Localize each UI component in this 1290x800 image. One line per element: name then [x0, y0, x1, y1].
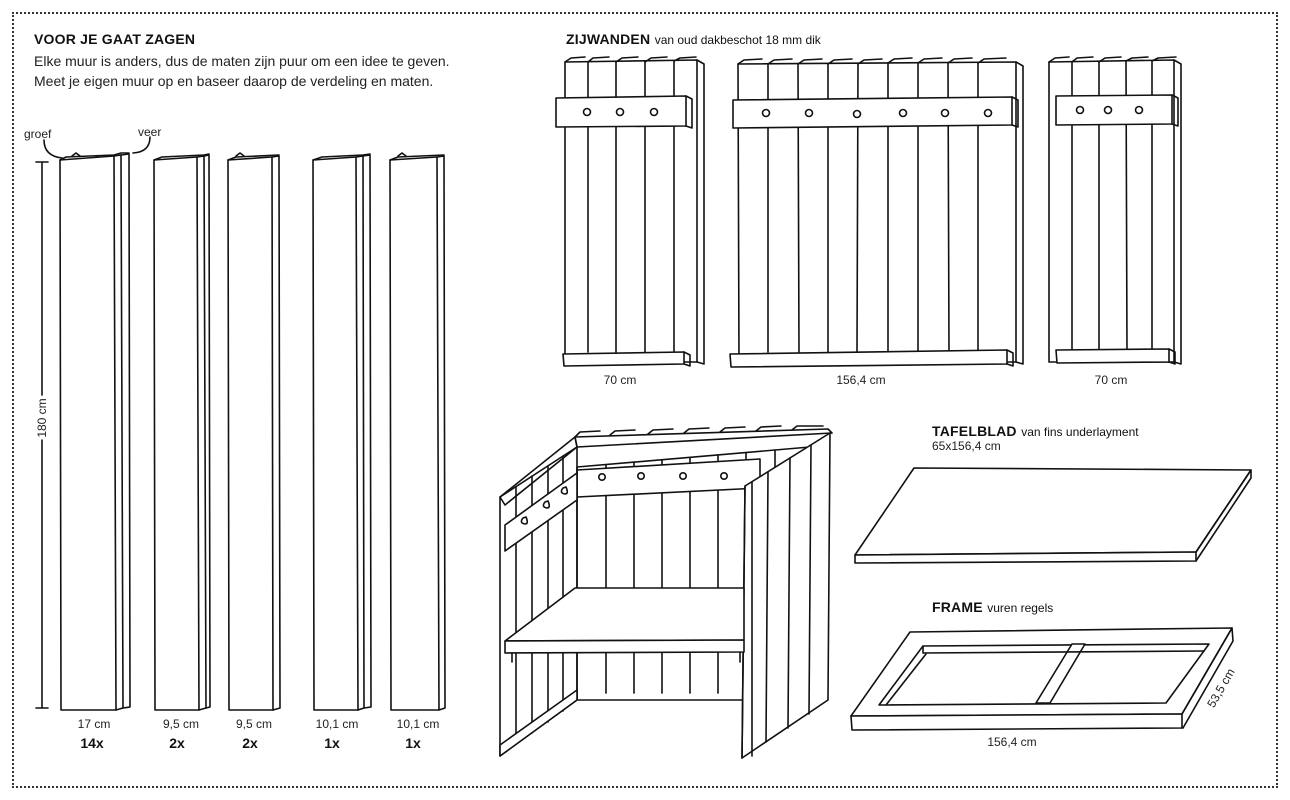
tongue-pointer-line [133, 137, 150, 153]
plank-2-width: 9,5 cm [162, 717, 200, 731]
plank-4-qty: 1x [324, 735, 340, 751]
tabletop-subtitle: van fins underlayment [1021, 425, 1139, 439]
tabletop-size: 65x156,4 cm [932, 439, 1001, 453]
tongue-label: veer [138, 125, 162, 139]
tabletop-board [855, 468, 1251, 563]
intro-line-1: Elke muur is anders, dus de maten zijn p… [34, 53, 450, 69]
plank-1 [60, 153, 130, 710]
side-walls-title: ZIJWANDEN [566, 31, 651, 47]
assembled-cabinet [500, 426, 832, 758]
groove-pointer-line [44, 140, 62, 158]
plank-3-width: 9,5 cm [235, 717, 273, 731]
plank-5-width: 10,1 cm [396, 717, 440, 731]
dotted-border [12, 12, 1278, 788]
frame-width: 156,4 cm [987, 735, 1037, 749]
side-wall-left-width: 70 cm [603, 373, 637, 387]
side-wall-wide-center [730, 58, 1023, 367]
plank-5 [390, 153, 445, 710]
frame-heading: FRAME vuren regels [932, 599, 1053, 617]
frame-title: FRAME [932, 599, 983, 615]
frame-subtitle: vuren regels [987, 601, 1054, 615]
plank-1-width: 17 cm [77, 717, 111, 731]
plank-2 [154, 154, 210, 710]
plank-4-width: 10,1 cm [315, 717, 359, 731]
plank-1-qty: 14x [80, 735, 104, 751]
tabletop-title: TAFELBLAD [932, 423, 1017, 439]
side-walls-heading: ZIJWANDEN van oud dakbeschot 18 mm dik [566, 31, 821, 49]
height-dimension-line [36, 162, 48, 708]
side-wall-small-right [1049, 57, 1181, 364]
plank-5-qty: 1x [405, 735, 421, 751]
plank-4 [313, 154, 371, 710]
side-wall-center-width: 156,4 cm [836, 373, 886, 387]
height-label: 180 cm [35, 398, 49, 438]
side-wall-small-left [556, 57, 704, 366]
intro-line-2: Meet je eigen muur op en baseer daarop d… [34, 73, 434, 89]
plank-2-qty: 2x [169, 735, 185, 751]
groove-label: groef [24, 127, 52, 141]
tabletop-heading: TAFELBLAD van fins underlayment [932, 423, 1139, 441]
side-walls-subtitle: van oud dakbeschot 18 mm dik [654, 33, 821, 47]
plank-3-qty: 2x [242, 735, 258, 751]
frame-drawing [851, 628, 1233, 730]
plank-3 [228, 153, 280, 710]
intro-title: VOOR JE GAAT ZAGEN [34, 31, 196, 47]
side-wall-right-width: 70 cm [1094, 373, 1128, 387]
